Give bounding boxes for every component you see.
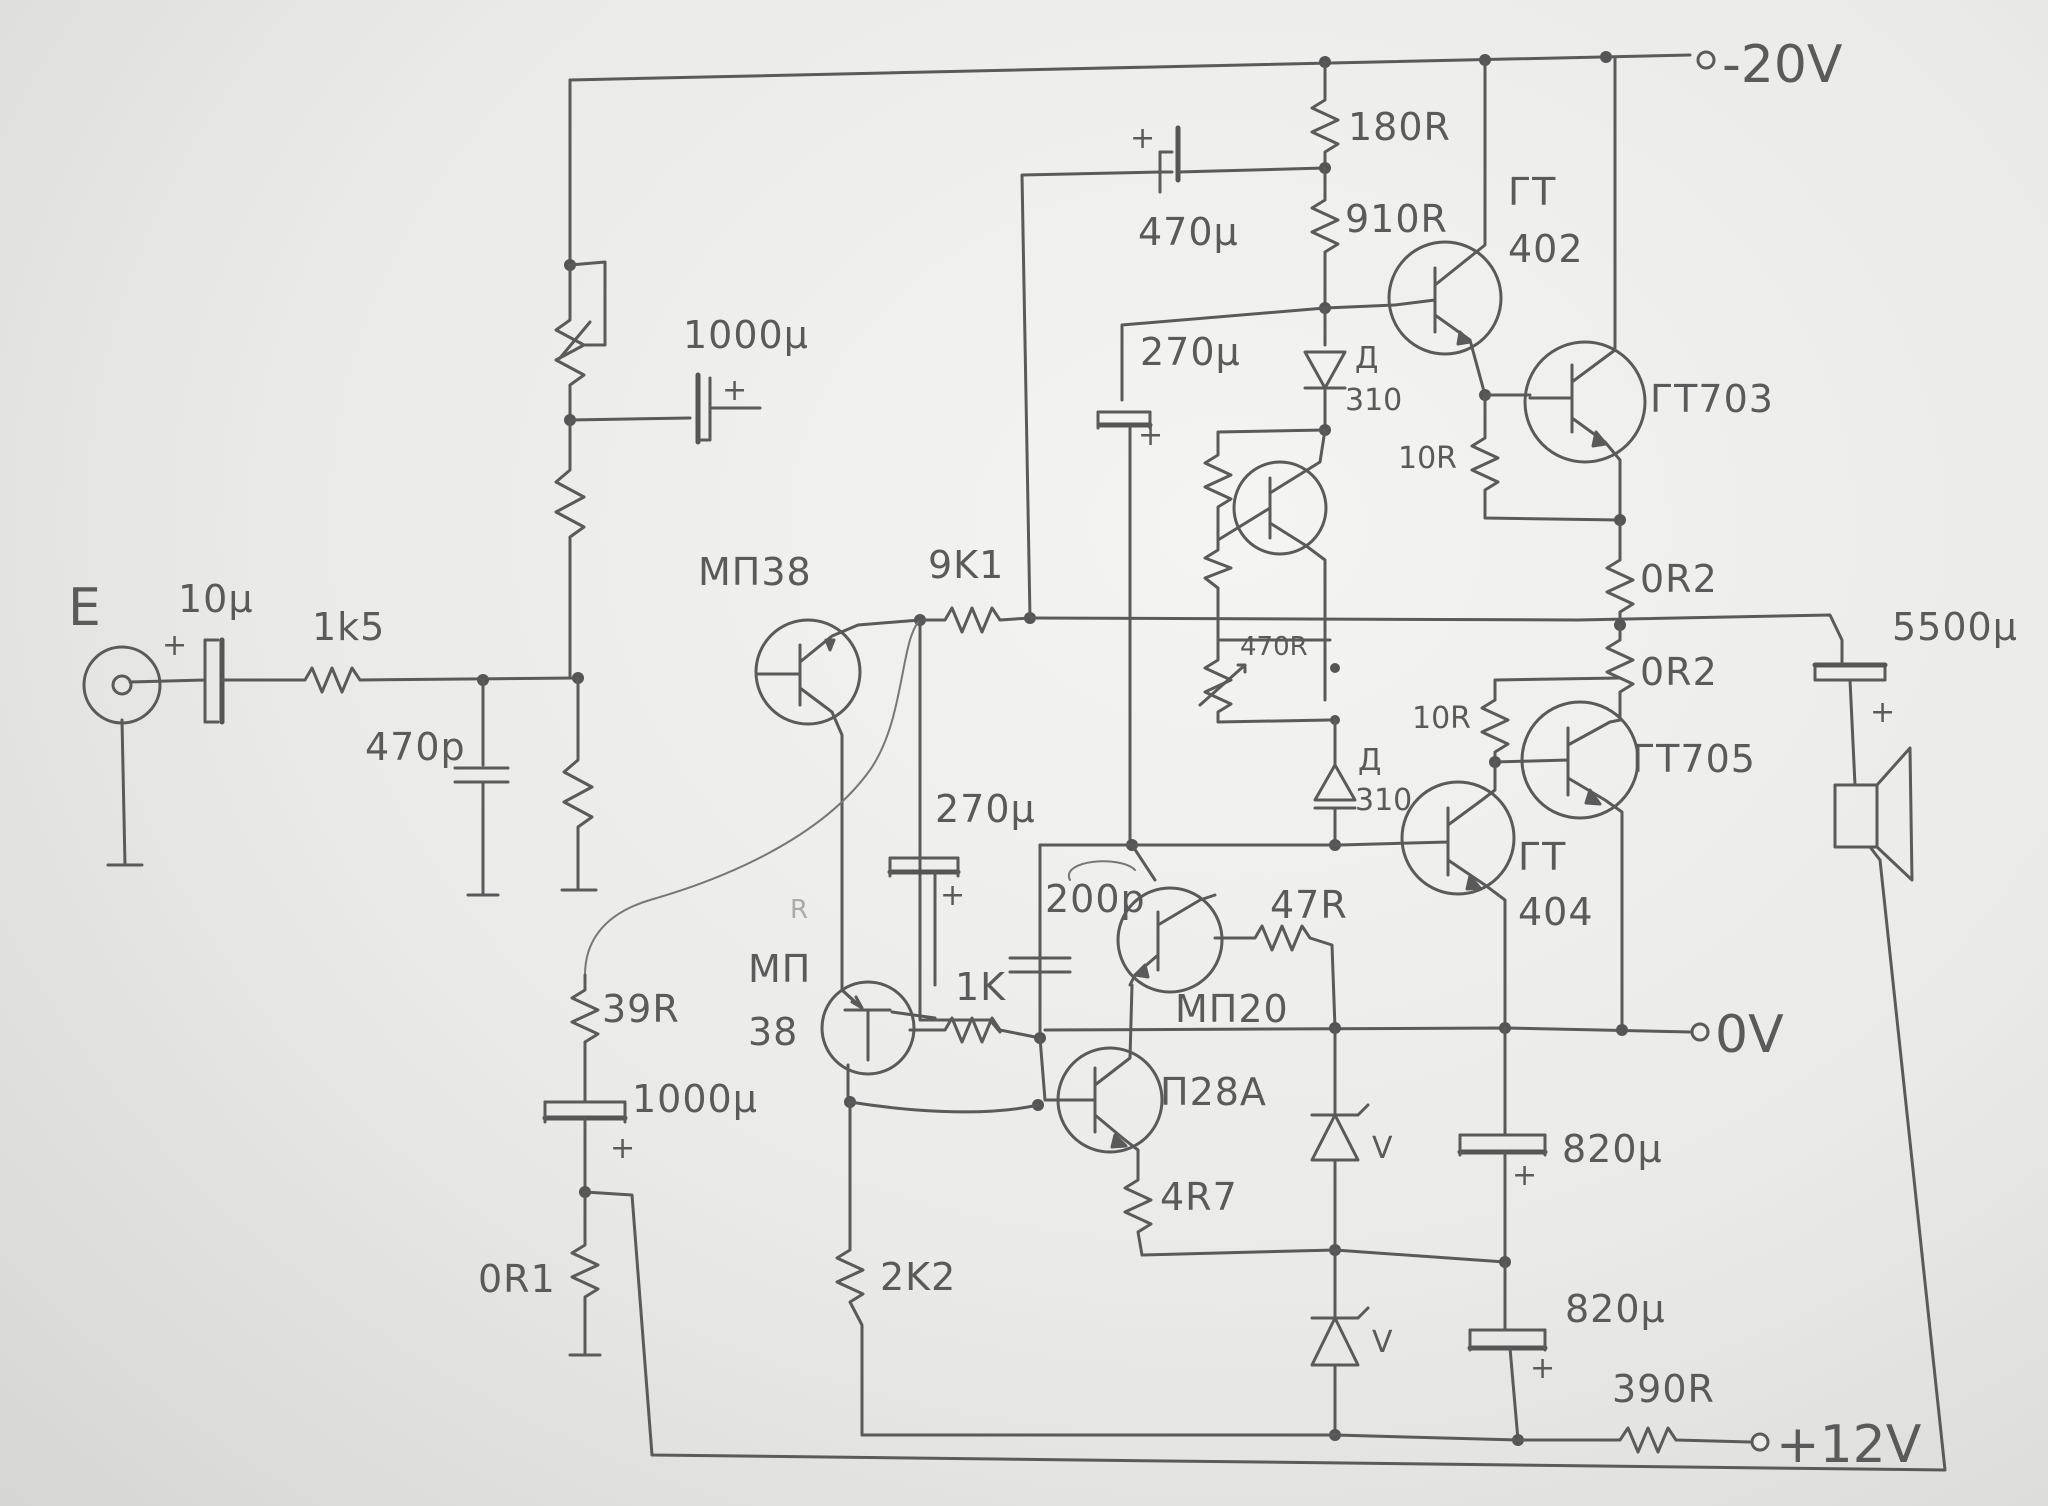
feedback-resistor-label: 9K1	[928, 543, 1004, 587]
q2-transistor-icon	[820, 980, 916, 1076]
q2-label-line1: МП	[748, 947, 811, 991]
output-stage: + 5500µ	[1812, 605, 2018, 882]
bias-cap-label: 1000µ	[683, 313, 809, 357]
positive-rail: 390R +12V	[860, 1367, 1922, 1475]
neg-rail-label: -20V	[1722, 35, 1843, 95]
output-cap-label: 5500µ	[1892, 605, 2018, 649]
diode1-label-line2: 310	[1345, 383, 1402, 418]
mp20-transistor-icon	[1116, 886, 1224, 994]
q2-label-line2: 38	[748, 1010, 798, 1054]
zener-stack: V V	[1140, 1026, 1507, 1441]
input-cap-label: 10µ	[178, 577, 254, 621]
gt705-base-resistor-label: 10R	[1412, 701, 1471, 736]
feedback-network: 9K1	[584, 170, 1844, 1034]
vas-cap-label: 270µ	[1140, 330, 1241, 374]
transistor-q1: МП38	[698, 550, 922, 992]
gt402-transistor-icon	[1387, 240, 1503, 356]
gt703-label: ГТ703	[1650, 377, 1774, 421]
output-bottom: ГТ705 10R	[1412, 676, 1756, 1030]
driver-bottom: ГТ 404	[1338, 760, 1594, 1030]
diode2-label-line1: Д	[1358, 743, 1381, 778]
zener2-label: V	[1372, 1325, 1393, 1360]
svg-text:+: +	[1530, 1351, 1555, 1386]
zero-rail-label: 0V	[1715, 1005, 1784, 1065]
current-source: 47R МП20 200p	[1008, 843, 1348, 1040]
gt404-label-line2: 404	[1518, 890, 1594, 934]
zero-rail-terminal	[1690, 1022, 1710, 1042]
gt404-transistor-icon	[1400, 780, 1516, 896]
transistor-p28: П28А 4R7	[848, 983, 1267, 1257]
q1-label: МП38	[698, 550, 812, 594]
bootstrap-cap-label: 470µ	[1138, 210, 1239, 254]
driver-top: ГТ 402 10R	[1323, 60, 1622, 522]
r47-label: 47R	[1270, 883, 1348, 927]
svg-text:+: +	[1138, 418, 1163, 453]
gt402-emitter-resistor-label: 10R	[1398, 441, 1457, 476]
svg-text:+: +	[940, 878, 965, 913]
r4r7-label: 4R7	[1160, 1175, 1238, 1219]
transistor-q2: R МП 38 1K 2K2	[748, 895, 1042, 1437]
pos-rail-terminal	[1750, 1432, 1770, 1452]
gt402-label-line1: ГТ	[1508, 170, 1556, 214]
trim-label: 470R	[1240, 632, 1308, 662]
bias-diodes: Д 310 470R Д 310	[1198, 306, 1412, 851]
supply-caps: + 820µ + 820µ	[1457, 1026, 1666, 1446]
svg-text:+: +	[722, 373, 747, 408]
svg-text:+: +	[610, 1131, 635, 1166]
speaker-icon	[1833, 746, 1914, 882]
diode1-label-line1: Д	[1355, 341, 1378, 376]
input-resistor-label: 1k5	[312, 605, 385, 649]
vbe-transistor-icon	[1232, 460, 1328, 556]
r390-label: 390R	[1612, 1367, 1715, 1411]
gt402-label-line2: 402	[1508, 227, 1584, 271]
supply-cap2-label: 820µ	[1565, 1287, 1666, 1331]
input-label: E	[68, 578, 101, 638]
svg-text:+: +	[1870, 695, 1895, 730]
supply-cap1-label: 820µ	[1562, 1127, 1663, 1171]
q1-transistor-icon	[754, 618, 862, 726]
gt703-transistor-icon	[1523, 340, 1647, 464]
zener1-label: V	[1372, 1131, 1393, 1166]
svg-text:+: +	[162, 628, 187, 663]
shunt-cap-label: 470p	[365, 725, 466, 769]
r39-label: 39R	[602, 987, 680, 1031]
neg-rail-terminal	[1696, 50, 1716, 70]
r910-label: 910R	[1345, 197, 1448, 241]
p28-label: П28А	[1160, 1070, 1267, 1114]
r180-label: 180R	[1348, 105, 1451, 149]
diode2-label-line2: 310	[1355, 783, 1412, 818]
bottom-emitter-resistor-label: 0R2	[1640, 650, 1718, 694]
svg-text:+: +	[1130, 121, 1155, 156]
cap1000-lower-label: 1000µ	[632, 1077, 758, 1121]
mp20-label: МП20	[1175, 987, 1289, 1031]
r2k2-label: 2K2	[880, 1255, 956, 1299]
vas-bootstrap-cap: + 270µ	[1096, 306, 1342, 851]
output-top: ГТ703 0R2 0R2	[1523, 55, 1774, 722]
svg-text:+: +	[1512, 1158, 1537, 1193]
top-emitter-resistor-label: 0R2	[1640, 557, 1718, 601]
pos-rail-label: +12V	[1776, 1415, 1922, 1475]
input-section: E + 10µ 1k5 470p	[68, 577, 577, 897]
base-1k-label: 1K	[955, 965, 1006, 1009]
bootstrap-network: + 470µ 180R 910R	[1130, 60, 1451, 314]
miller-cap-label: 200p	[1045, 877, 1146, 921]
input-jack-icon	[82, 645, 162, 725]
gt404-label-line1: ГТ	[1518, 835, 1566, 879]
negative-rail: -20V	[568, 35, 1843, 267]
sense-network: 39R + 1000µ 0R1	[478, 858, 1947, 1472]
q2-faint-mark: R	[790, 895, 808, 925]
r-sense-label: 0R1	[478, 1257, 556, 1301]
zero-rail: 0V	[1043, 1005, 1784, 1065]
cap270-label: 270µ	[935, 787, 1036, 831]
bias-network: + 1000µ	[554, 259, 809, 892]
gt705-label: ГТ705	[1632, 737, 1756, 781]
cap-270: + 270µ	[887, 787, 1036, 987]
